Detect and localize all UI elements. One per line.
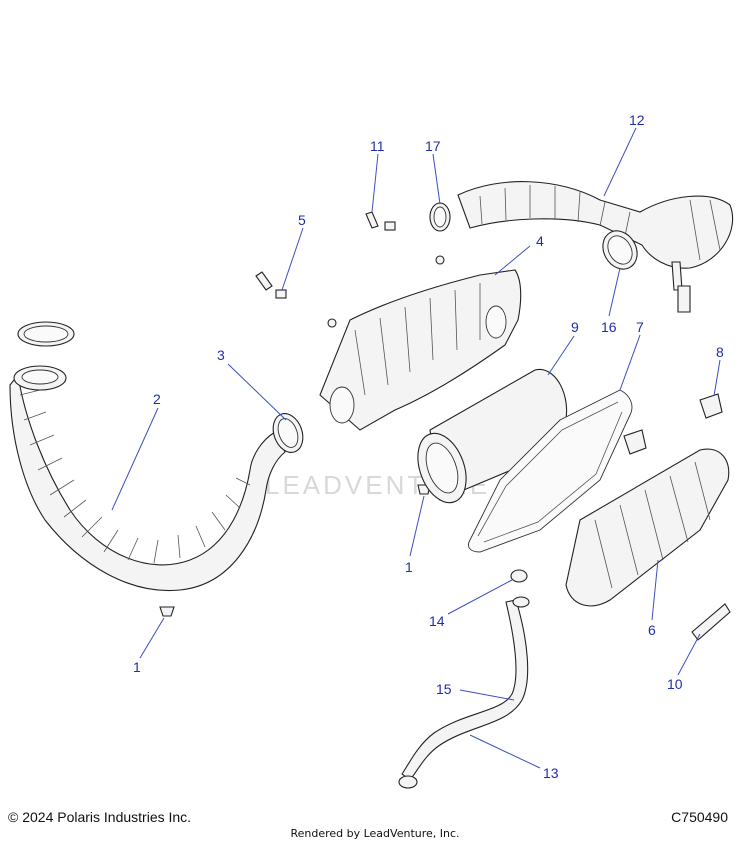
leader-11 xyxy=(371,153,379,213)
callout-10: 10 xyxy=(667,676,683,692)
leader-3 xyxy=(227,363,287,421)
callout-3: 3 xyxy=(217,347,225,363)
part-14-clip[interactable] xyxy=(510,569,528,583)
leader-4 xyxy=(494,245,531,276)
part-12-outlet-duct[interactable] xyxy=(457,181,734,313)
callout-17: 17 xyxy=(425,138,441,154)
callout-7: 7 xyxy=(636,319,644,335)
leader-6 xyxy=(651,559,659,621)
part-5-bolt[interactable] xyxy=(255,271,287,299)
callout-16: 16 xyxy=(601,319,617,335)
part-8-latch[interactable] xyxy=(699,393,723,419)
part-11-bolt[interactable] xyxy=(365,211,396,231)
part-10-label[interactable] xyxy=(691,603,731,641)
part-3-clamp[interactable] xyxy=(268,409,308,456)
screw-housing-top[interactable] xyxy=(435,255,445,265)
callout-1-lower: 1 xyxy=(133,659,141,675)
part-9-air-filter[interactable] xyxy=(409,368,568,509)
leader-1-lower xyxy=(139,617,165,659)
diagram-code: C750490 xyxy=(671,809,728,825)
callout-4: 4 xyxy=(536,233,544,249)
callout-9: 9 xyxy=(571,319,579,335)
leader-10 xyxy=(677,633,701,676)
leader-16 xyxy=(608,267,621,317)
leader-13 xyxy=(469,734,541,769)
part-7-gasket[interactable] xyxy=(468,389,633,553)
clamp-ring-top-left[interactable] xyxy=(17,321,75,347)
callout-1-middle: 1 xyxy=(405,559,413,575)
callout-labels: 2 3 1 1 5 11 17 4 12 16 9 7 8 6 10 14 15… xyxy=(133,112,724,781)
part-16-clamp[interactable] xyxy=(596,225,644,276)
screw-housing-left[interactable] xyxy=(327,318,337,328)
callout-14: 14 xyxy=(429,613,445,629)
callout-2: 2 xyxy=(153,391,161,407)
leader-8 xyxy=(713,359,721,397)
leader-14 xyxy=(447,579,513,615)
callout-13: 13 xyxy=(543,765,559,781)
part-17-clamp[interactable] xyxy=(429,202,451,232)
part-1-fastener-lower[interactable] xyxy=(159,606,175,617)
leader-lines xyxy=(111,127,721,769)
part-4-airbox-housing[interactable] xyxy=(319,269,522,431)
rendered-by-text: Rendered by LeadVenture, Inc. xyxy=(290,827,460,840)
leader-5 xyxy=(281,227,304,291)
callout-8: 8 xyxy=(716,344,724,360)
callout-15: 15 xyxy=(436,681,452,697)
leader-15 xyxy=(459,689,515,701)
callout-11: 11 xyxy=(370,138,385,154)
callout-6: 6 xyxy=(648,622,656,638)
leader-7 xyxy=(619,334,641,391)
leader-17 xyxy=(432,153,441,205)
callout-12: 12 xyxy=(629,112,645,128)
leader-1-middle xyxy=(409,495,425,557)
leader-2 xyxy=(111,407,159,511)
part-2-intake-duct[interactable] xyxy=(9,365,286,592)
copyright-text: © 2024 Polaris Industries Inc. xyxy=(8,809,192,825)
part-6-airbox-cover[interactable] xyxy=(565,448,730,607)
leader-12 xyxy=(603,127,637,197)
part-15-13-drain-tube[interactable] xyxy=(398,596,530,789)
latch-lower[interactable] xyxy=(623,429,647,455)
callout-5: 5 xyxy=(298,212,306,228)
leader-9 xyxy=(547,335,575,376)
